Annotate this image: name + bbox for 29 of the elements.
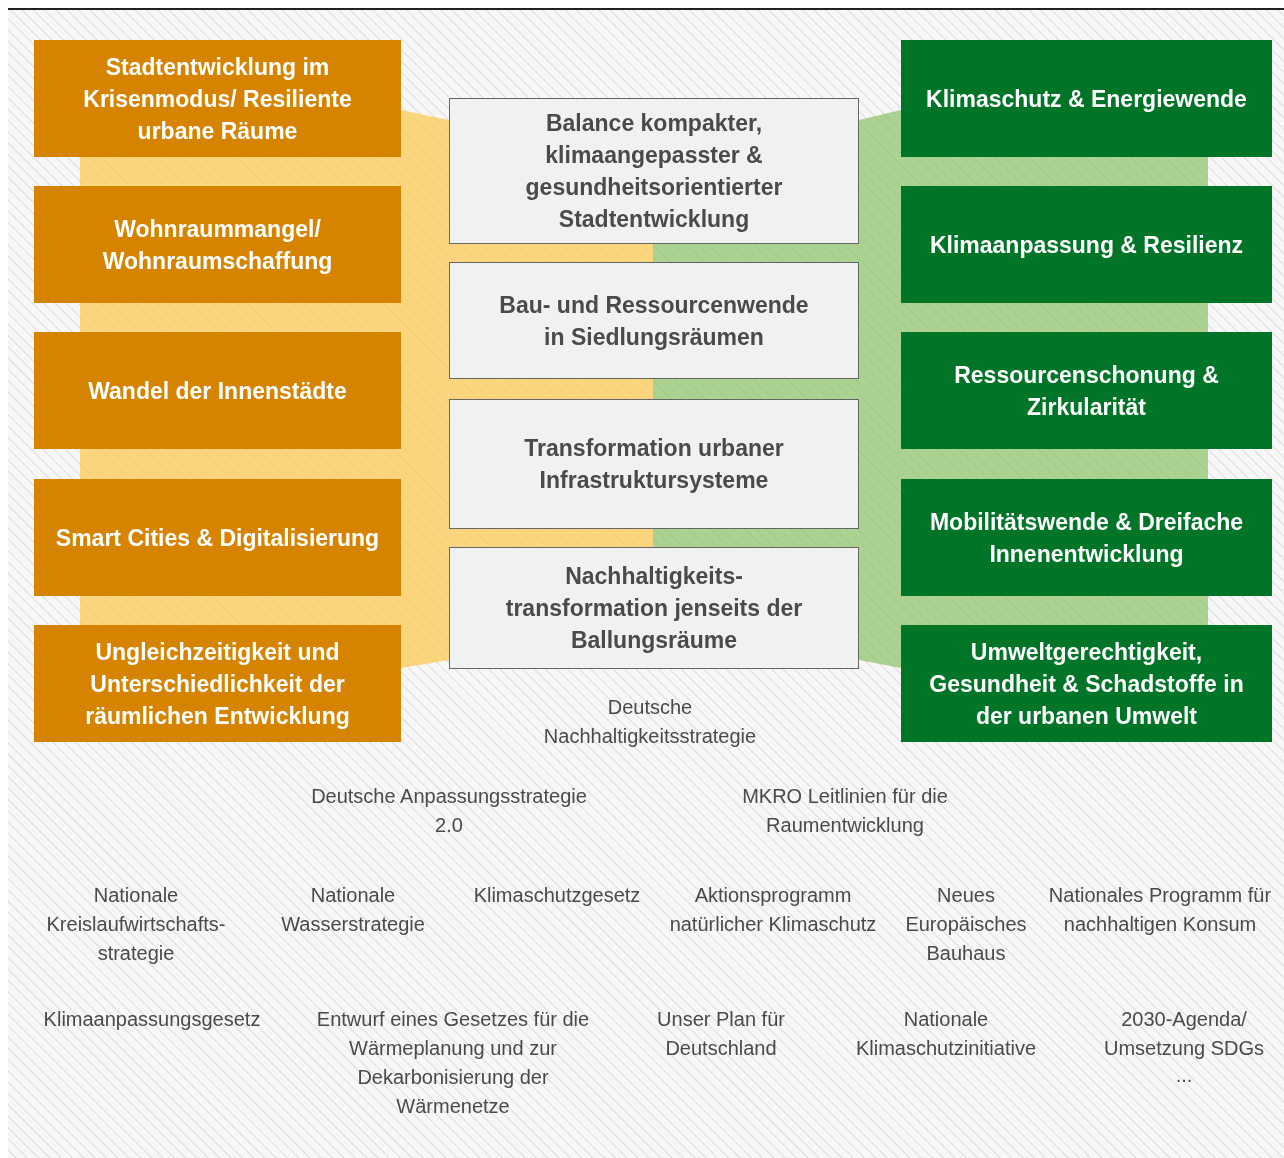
topic-box: Klimaanpassung & Resilienz — [901, 186, 1272, 303]
strategy-label: Neues Europäisches Bauhaus — [904, 883, 1028, 966]
strategy-label: Deutsche Nachhaltigkeitsstrategie — [542, 695, 758, 749]
focus-box: Bau- und Ressourcenwende in Siedlungsräumen — [449, 262, 859, 379]
strategy-label: Nationale Wasserstrategie — [280, 883, 426, 937]
topic-box: Mobilitätswende & Dreifache Innenentwicklung — [901, 479, 1272, 596]
topic-box: Smart Cities & Digitalisierung — [34, 479, 401, 596]
focus-box: Balance kompakter, klimaangepasster & gesundheitsorientierter Stadtentwicklung — [449, 98, 859, 244]
topic-box: Ressourcenschonung & Zirkularität — [901, 332, 1272, 449]
focus-box: Transformation urbaner Infrastruktursysteme — [449, 399, 859, 529]
topic-box: Ungleichzeitigkeit und Unterschiedlichkeit der räumlichen Entwicklung — [34, 625, 401, 742]
topic-box: Umweltgerechtigkeit, Gesundheit & Schadstoffe in der urbanen Umwelt — [901, 625, 1272, 742]
strategy-label: MKRO Leitlinien für die Raumentwicklung — [741, 784, 949, 838]
strategy-label: Unser Plan für Deutschland — [656, 1007, 786, 1061]
strategy-label: Nationale Klimaschutzinitiative — [854, 1007, 1038, 1061]
strategy-label: ... — [1174, 1063, 1194, 1088]
strategy-label: Entwurf eines Gesetzes für die Wärmeplanung und zur Dekarbonisierung der Wärmenetze — [315, 1007, 591, 1119]
strategy-label: 2030-Agenda/ Umsetzung SDGs — [1102, 1007, 1266, 1061]
strategy-label: Aktionsprogramm natürlicher Klimaschutz — [668, 883, 878, 937]
topic-box: Klimaschutz & Energiewende — [901, 40, 1272, 157]
strategy-label: Nationales Programm für nachhaltigen Konsum — [1047, 883, 1273, 937]
strategy-label: Nationale Kreislaufwirtschafts-strategie — [45, 883, 227, 966]
strategy-label: Klimaanpassungsgesetz — [42, 1007, 262, 1032]
strategy-label: Klimaschutzgesetz — [472, 883, 642, 908]
topic-box: Wohnraummangel/ Wohnraumschaffung — [34, 186, 401, 303]
focus-box: Nachhaltigkeits-transformation jenseits der Ballungsräume — [449, 547, 859, 669]
topic-box: Stadtentwicklung im Krisenmodus/ Resiliente urbane Räume — [34, 40, 401, 157]
topic-box: Wandel der Innenstädte — [34, 332, 401, 449]
strategy-label: Deutsche Anpassungsstrategie 2.0 — [310, 784, 588, 838]
